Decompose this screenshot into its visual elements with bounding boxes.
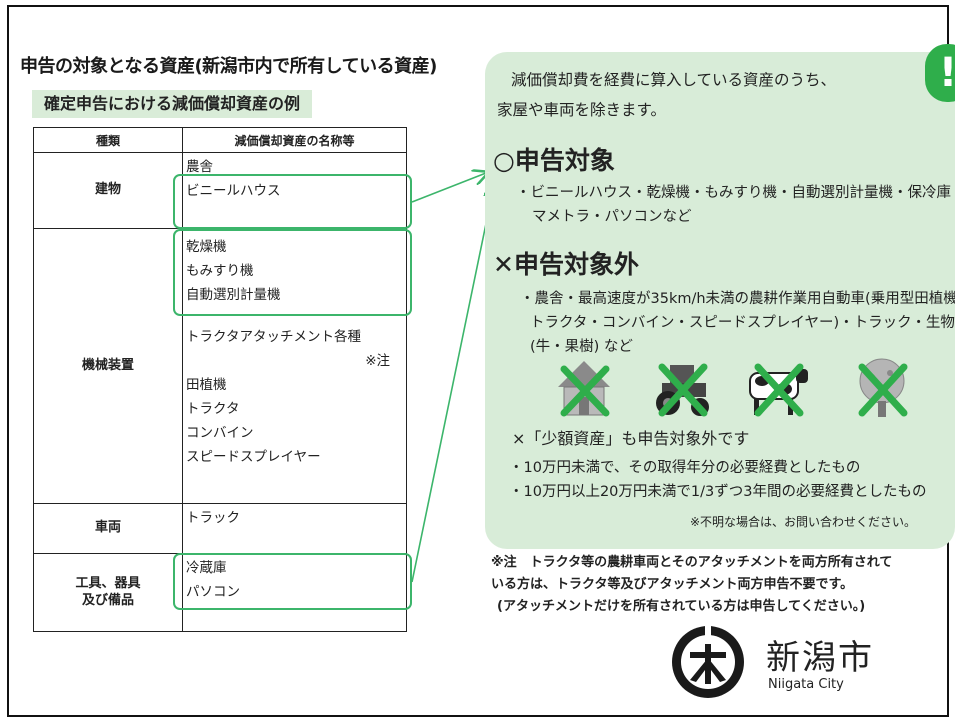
highlight-machinery — [173, 229, 412, 316]
asset-name: ビニールハウス — [186, 183, 281, 199]
names-cell: 冷蔵庫 パソコン — [182, 553, 407, 632]
asset-name: パソコン — [186, 584, 240, 600]
asset-name: トラック — [186, 510, 240, 526]
asset-name: スピードスプレイヤー — [186, 449, 321, 465]
asset-name: もみすり機 — [186, 263, 254, 279]
asset-name: 田植機 — [186, 377, 227, 393]
table-row: 建物 農舎 ビニールハウス — [33, 152, 407, 229]
logo-english: Niigata City — [768, 677, 844, 692]
cow-icon — [744, 355, 812, 421]
column-header-names: 減価償却資産の名称等 — [182, 127, 407, 153]
highlight-building — [173, 174, 412, 229]
names-cell: 農舎 ビニールハウス — [182, 152, 407, 229]
small-asset-bullets: ・10万円未満で、その取得年分の必要経費としたもの ・10万円以上20万円未満で… — [509, 460, 927, 500]
kind-cell: 工具、器具 及び備品 — [33, 553, 183, 632]
names-cell: トラック — [182, 503, 407, 554]
target-heading: ○申告対象 — [493, 146, 615, 175]
tree-icon — [848, 355, 916, 421]
non-target-body: ・農舎・最高速度が35km/h未満の農耕作業用自動車(乗用型田植機・ トラクタ・… — [520, 291, 955, 355]
kind-cell: 機械装置 — [33, 228, 183, 504]
inquiry-note: ※不明な場合は、お問い合わせください。 — [690, 515, 917, 529]
footnote: ※注 トラクタ等の農耕車両とそのアタッチメントを両方所有されて いる方は、トラク… — [491, 555, 893, 614]
info-panel — [485, 52, 955, 549]
asset-table: 種類 減価償却資産の名称等 建物 農舎 ビニールハウス 機械装置 乾燥機 もみす… — [33, 127, 407, 632]
asset-name: 自動選別計量機 — [186, 287, 281, 303]
note-mark: ※注 — [365, 353, 390, 369]
highlight-equipment — [173, 553, 412, 610]
table-row: 機械装置 乾燥機 もみすり機 自動選別計量機 トラクタアタッチメント各種 ※注 … — [33, 228, 407, 504]
target-body: ・ビニールハウス・乾燥機・もみすり機・自動選別計量機・保冷庫・ マメトラ・パソコ… — [516, 185, 955, 225]
asset-name: 乾燥機 — [186, 239, 227, 255]
niigata-city-emblem-icon — [672, 626, 744, 698]
logo-japanese: 新潟市 — [766, 638, 874, 678]
tractor-icon — [648, 355, 716, 421]
exclamation-icon: ! — [925, 44, 955, 102]
kind-cell: 建物 — [33, 152, 183, 229]
asset-name: コンバイン — [186, 425, 254, 441]
asset-name: 農舎 — [186, 159, 213, 175]
kind-cell: 車両 — [33, 503, 183, 554]
house-icon — [550, 355, 618, 421]
sub-title: 確定申告における減価償却資産の例 — [32, 90, 313, 118]
excluded-icons — [540, 355, 940, 425]
small-asset-line: ×「少額資産」も申告対象外です — [512, 429, 750, 448]
table-row: 車両 トラック — [33, 503, 407, 554]
asset-name: トラクタアタッチメント各種 — [186, 329, 361, 345]
asset-name: 冷蔵庫 — [186, 560, 227, 576]
panel-intro: 減価償却費を経費に算入している資産のうち、 家屋や車両を除きます。 — [497, 71, 837, 119]
non-target-heading: ✕申告対象外 — [493, 250, 639, 279]
asset-name: トラクタ — [186, 401, 240, 417]
table-header-row: 種類 減価償却資産の名称等 — [33, 127, 407, 153]
table-row: 工具、器具 及び備品 冷蔵庫 パソコン — [33, 553, 407, 632]
names-cell: 乾燥機 もみすり機 自動選別計量機 トラクタアタッチメント各種 ※注 田植機 ト… — [182, 228, 407, 504]
main-title: 申告の対象となる資産(新潟市内で所有している資産) — [20, 56, 437, 77]
